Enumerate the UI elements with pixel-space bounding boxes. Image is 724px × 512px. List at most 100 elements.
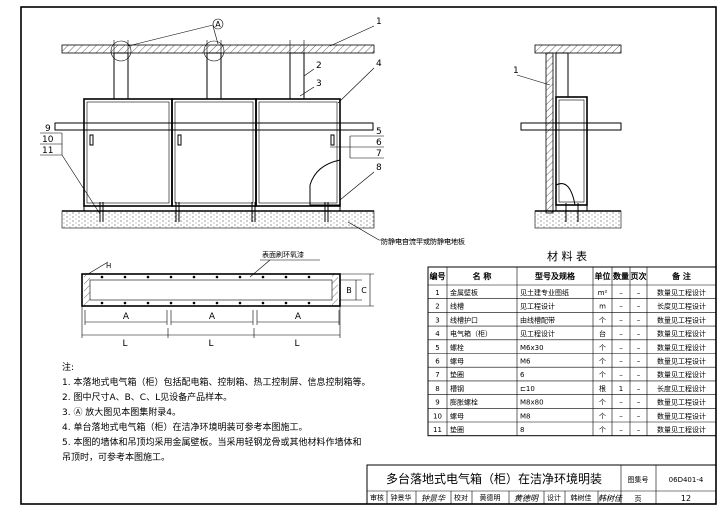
plan-view: H 表面刷环氧漆 A A A L L L B C [81,250,374,349]
dim-A-2: A [209,312,216,322]
materials-cell: ⊏10 [520,385,535,393]
materials-cell: 见工程设计 [520,302,555,311]
page-no: 12 [681,494,691,503]
materials-cell: 个 [599,426,606,434]
materials-cell: 9 [435,399,439,407]
callout-4: 4 [376,59,382,69]
plan-mark-label: H [106,262,111,270]
materials-cell: 螺母 [450,411,464,420]
callout-7: 7 [376,149,382,159]
note-3: 3. Ⓐ 放大图见本图集附录4。 [62,406,181,418]
tray-elbow [309,159,341,206]
callout-3: 3 [316,79,322,89]
plan-base-left [84,274,90,306]
surface-spray-label: 表面刷环氧漆 [262,250,304,259]
materials-cell: 金属壁板 [450,288,478,297]
materials-cell: 数量见工程设计 [657,288,706,297]
callout-5: 5 [376,127,382,137]
notes: 注: 1. 本落地式电气箱（柜）包括配电箱、控制箱、热工控制屏、信息控制箱等。 … [62,361,370,463]
callout-2: 2 [316,61,322,71]
materials-cell: 7 [435,371,439,379]
materials-cell: M8x80 [520,399,544,407]
materials-cell: – [619,344,623,352]
design-label: 设计 [547,493,561,502]
note-2: 2. 图中尺寸A、B、C、L见设备产品样本。 [62,391,232,403]
materials-cell: M6 [520,358,531,366]
materials-cell: – [619,412,623,420]
cabinet [171,98,257,207]
materials-cell: – [637,385,641,393]
note-4: 4. 单台落地式电气箱（柜）在洁净环境明装可参考本图施工。 [62,421,307,433]
materials-cell: – [637,330,641,338]
materials-cell: 线槽 [450,302,464,311]
ceiling-panel [61,44,375,54]
designer-name: 韩树佳 [571,493,592,502]
dim-L-1: L [122,339,127,349]
materials-cell: 1 [435,289,439,297]
materials-cell: 长度见工程设计 [657,302,706,311]
plan-base-right [332,274,338,306]
materials-cell: 11 [433,426,442,434]
reviewer-signature: 钟景华 [421,494,446,503]
cabinet [255,98,341,207]
cable-tray [289,52,305,100]
materials-cell: 见土建专业图纸 [520,288,569,297]
plan-inner [89,279,333,301]
materials-cell: 螺栓 [450,343,464,352]
review-label: 审核 [370,493,384,502]
dim-B: B [346,286,352,295]
materials-cell: 数量见工程设计 [657,425,706,434]
materials-cell: 根 [599,384,606,393]
materials-cell: – [637,358,641,366]
dim-L-3: L [294,339,299,349]
materials-cell: 数量见工程设计 [657,343,706,352]
materials-cell: – [637,289,641,297]
materials-cell: 6 [520,371,525,379]
materials-cell: m² [598,289,608,297]
dim-C: C [361,286,367,295]
side-tray [555,52,569,98]
callout-11: 11 [42,146,53,156]
materials-cell: 垫圈 [450,425,464,434]
note-6: 吊顶时，可参考本图施工。 [62,451,170,463]
materials-header-cell: 备 注 [671,271,691,281]
materials-cell: – [619,426,623,434]
note-1: 1. 本落地式电气箱（柜）包括配电箱、控制箱、热工控制屏、信息控制箱等。 [62,376,370,388]
page-label: 页 [635,495,642,503]
dim-A-1: A [123,312,130,322]
cabinet [83,98,173,207]
checker-signature: 黄德明 [514,494,540,503]
materials-cell: – [619,330,623,338]
materials-cell: M6x30 [520,344,544,352]
materials-cell: 由线槽配带 [520,315,555,324]
materials-cell: 个 [599,316,606,324]
materials-cell: M8 [520,412,531,420]
designer-signature: 韩树佳 [598,494,623,503]
materials-cell: 数量见工程设计 [657,357,706,366]
callout-8: 8 [376,163,382,173]
materials-cell: – [637,344,641,352]
materials-cell: 数量见工程设计 [657,411,706,420]
materials-cell: m [599,303,606,311]
materials-cell: 个 [599,399,606,407]
materials-cell: 8 [520,426,524,434]
side-elevation: 1 [513,44,622,229]
antistatic-floor-label: 防静电自流平或防静电地板 [381,237,465,246]
detail-circle [110,40,132,62]
side-callout-1: 1 [513,66,519,76]
materials-cell: 槽钢 [450,384,464,393]
materials-cell: – [637,399,641,407]
materials-header-cell: 型号及规格 [535,271,576,281]
materials-cell: 2 [435,303,439,311]
materials-cell: 个 [599,344,606,352]
materials-cell: – [637,303,641,311]
notes-heading: 注: [62,361,74,373]
materials-header-cell: 单位 [595,271,611,281]
side-hz-tray [520,122,622,131]
callout-1: 1 [376,17,382,27]
materials-title: 材 料 表 [547,249,587,263]
atlas-label: 图集号 [628,475,649,484]
materials-cell: – [637,316,641,324]
detail-ref-label: A [215,20,221,29]
materials-cell: – [637,371,641,379]
